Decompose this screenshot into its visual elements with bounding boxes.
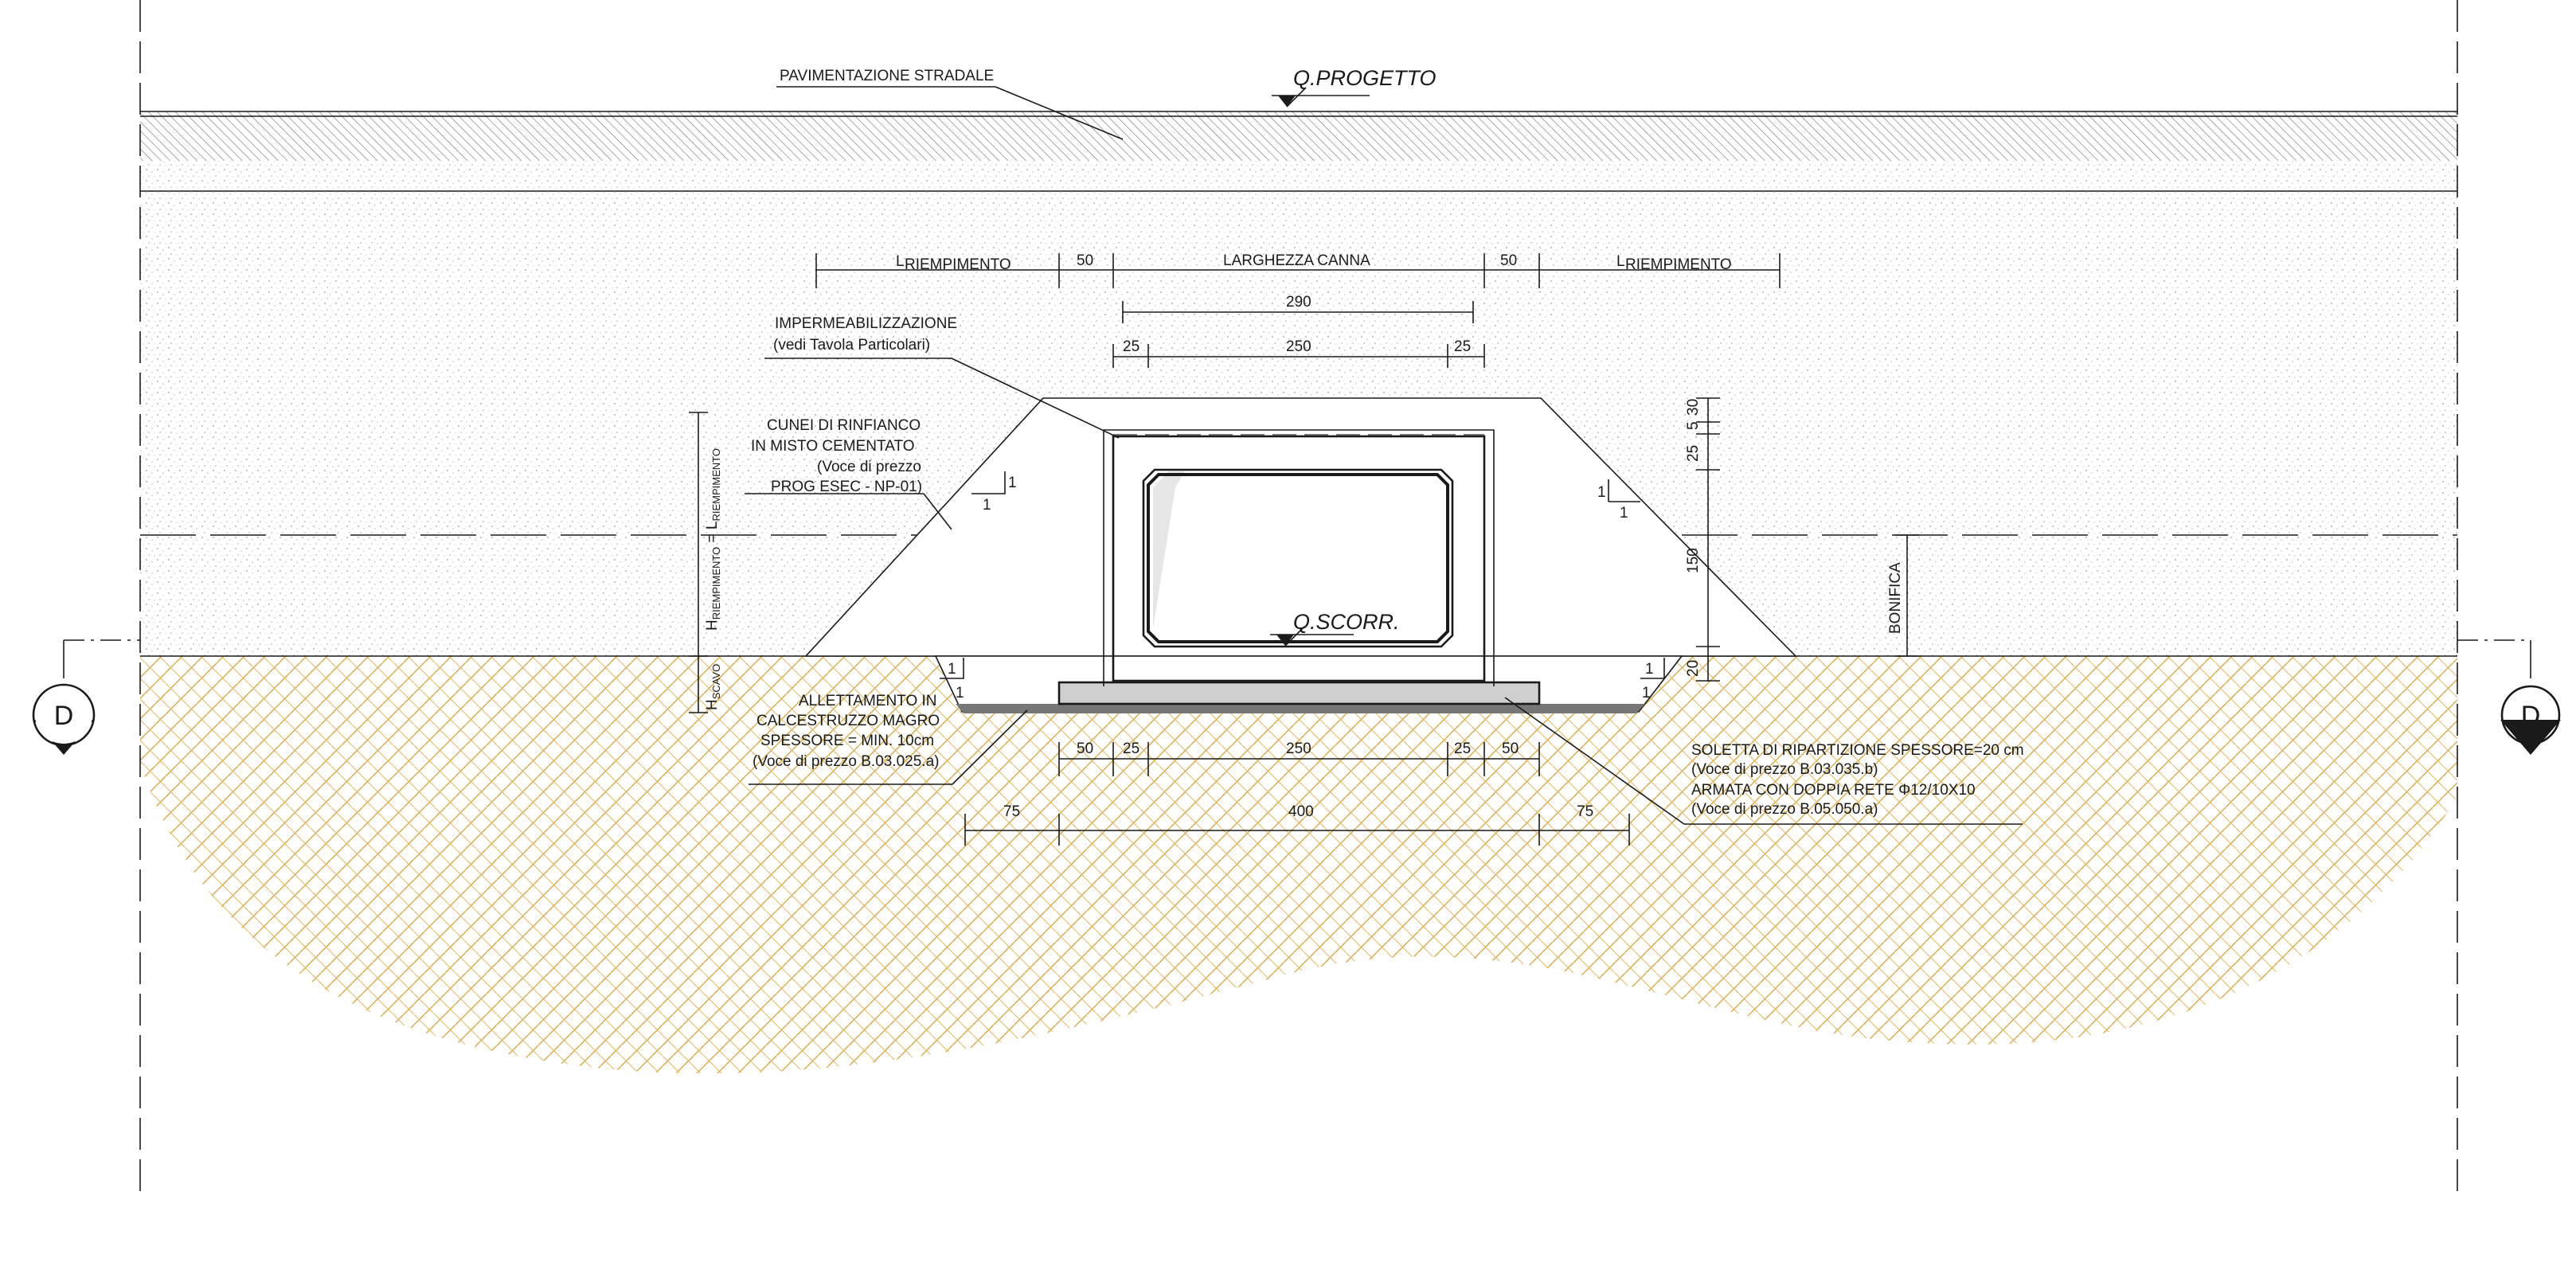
road-pavement bbox=[140, 111, 2457, 192]
svg-text:1: 1 bbox=[1620, 505, 1628, 522]
svg-text:75: 75 bbox=[1577, 803, 1593, 820]
section-marker-left: D bbox=[32, 639, 140, 755]
box-culvert bbox=[1103, 429, 1495, 686]
svg-text:5: 5 bbox=[1685, 421, 1702, 430]
svg-text:1: 1 bbox=[1008, 475, 1017, 491]
bonifica-label: BONIFICA bbox=[1887, 562, 1904, 634]
svg-text:50: 50 bbox=[1502, 740, 1519, 757]
svg-text:25: 25 bbox=[1123, 740, 1139, 757]
svg-text:1: 1 bbox=[1645, 661, 1654, 678]
svg-text:CALCESTRUZZO MAGRO: CALCESTRUZZO MAGRO bbox=[756, 713, 940, 729]
distribution-slab bbox=[1057, 681, 1541, 705]
svg-text:IMPERMEABILIZZAZIONE: IMPERMEABILIZZAZIONE bbox=[775, 315, 957, 332]
svg-text:250: 250 bbox=[1286, 338, 1311, 355]
svg-text:SPESSORE = MIN. 10cm: SPESSORE = MIN. 10cm bbox=[760, 733, 934, 749]
natural-soil bbox=[140, 656, 2457, 1073]
svg-text:1: 1 bbox=[956, 685, 964, 701]
svg-text:25: 25 bbox=[1123, 338, 1139, 355]
boundary-lines bbox=[139, 0, 2458, 1194]
level-marker-progetto: Q.PROGETTO bbox=[1272, 66, 1437, 107]
svg-text:1: 1 bbox=[983, 497, 991, 514]
svg-text:(Voce di prezzo B.03.025.a): (Voce di prezzo B.03.025.a) bbox=[752, 753, 939, 770]
svg-text:ALLETTAMENTO IN: ALLETTAMENTO IN bbox=[799, 693, 937, 709]
svg-text:L: L bbox=[1616, 253, 1625, 270]
svg-text:(Voce di prezzo B.05.050.a): (Voce di prezzo B.05.050.a) bbox=[1691, 801, 1878, 818]
bottom-dimensions: 50 25 250 25 50 75 400 75 bbox=[964, 740, 1630, 846]
level-marker-scorr: Q.SCORR. bbox=[1270, 610, 1400, 647]
leader-lines bbox=[745, 86, 2023, 825]
svg-text:1: 1 bbox=[948, 661, 956, 678]
svg-text:D: D bbox=[2521, 701, 2541, 731]
svg-text:RIEMPIMENTO: RIEMPIMENTO bbox=[1625, 256, 1732, 273]
svg-text:25: 25 bbox=[1454, 338, 1471, 355]
svg-text:L: L bbox=[896, 253, 905, 270]
vertical-dimensions: 30 5 25 150 20 BONIFICA HRIEMPIMENTO = L… bbox=[689, 397, 1919, 713]
svg-text:(Voce di prezzo B.03.035.b): (Voce di prezzo B.03.035.b) bbox=[1691, 761, 1878, 778]
svg-text:75: 75 bbox=[1003, 803, 1020, 820]
svg-text:25: 25 bbox=[1454, 740, 1471, 757]
q-progetto-label: Q.PROGETTO bbox=[1293, 66, 1437, 90]
svg-text:D: D bbox=[54, 701, 74, 731]
svg-text:1: 1 bbox=[1597, 484, 1606, 501]
svg-text:50: 50 bbox=[1077, 740, 1093, 757]
slope-indicators: 1 1 1 1 1 1 1 1 bbox=[940, 471, 1665, 701]
svg-text:290: 290 bbox=[1286, 294, 1311, 311]
svg-text:CUNEI DI RINFIANCO: CUNEI DI RINFIANCO bbox=[767, 417, 921, 434]
svg-text:IN MISTO CEMENTATO: IN MISTO CEMENTATO bbox=[751, 438, 915, 455]
svg-text:30: 30 bbox=[1685, 399, 1702, 416]
pavimentazione-label: PAVIMENTAZIONE STRADALE bbox=[780, 68, 994, 84]
section-marker-right: D bbox=[2457, 639, 2561, 755]
svg-text:50: 50 bbox=[1500, 252, 1517, 269]
svg-text:RIEMPIMENTO: RIEMPIMENTO bbox=[905, 256, 1011, 273]
svg-text:PROG ESEC - NP-01): PROG ESEC - NP-01) bbox=[771, 479, 922, 495]
svg-text:1: 1 bbox=[1642, 685, 1651, 701]
lean-concrete-bedding bbox=[956, 704, 1645, 713]
svg-text:LARGHEZZA CANNA: LARGHEZZA CANNA bbox=[1223, 252, 1370, 269]
top-dimensions: L RIEMPIMENTO 50 LARGHEZZA CANNA 50 L RI… bbox=[815, 252, 1781, 368]
svg-text:SOLETTA DI RIPARTIZIONE SPESSO: SOLETTA DI RIPARTIZIONE SPESSORE=20 cm bbox=[1691, 742, 2024, 759]
svg-text:ARMATA CON DOPPIA RETE Φ12/10X: ARMATA CON DOPPIA RETE Φ12/10X10 bbox=[1691, 782, 1976, 799]
h-riempimento-label: HRIEMPIMENTO = LRIEMPIMENTO bbox=[704, 448, 722, 631]
svg-text:400: 400 bbox=[1288, 803, 1314, 820]
h-scavo-label: HSCAVO bbox=[704, 664, 722, 710]
svg-text:25: 25 bbox=[1685, 445, 1702, 462]
q-scorr-label: Q.SCORR. bbox=[1293, 610, 1400, 634]
svg-text:150: 150 bbox=[1685, 548, 1702, 573]
svg-text:50: 50 bbox=[1077, 252, 1093, 269]
svg-text:(Voce di prezzo: (Voce di prezzo bbox=[817, 459, 921, 475]
annotations: PAVIMENTAZIONE STRADALE IMPERMEABILIZZAZ… bbox=[751, 68, 2024, 818]
svg-text:250: 250 bbox=[1286, 740, 1311, 757]
svg-text:(vedi Tavola Particolari): (vedi Tavola Particolari) bbox=[773, 337, 930, 354]
svg-text:20: 20 bbox=[1685, 660, 1702, 677]
